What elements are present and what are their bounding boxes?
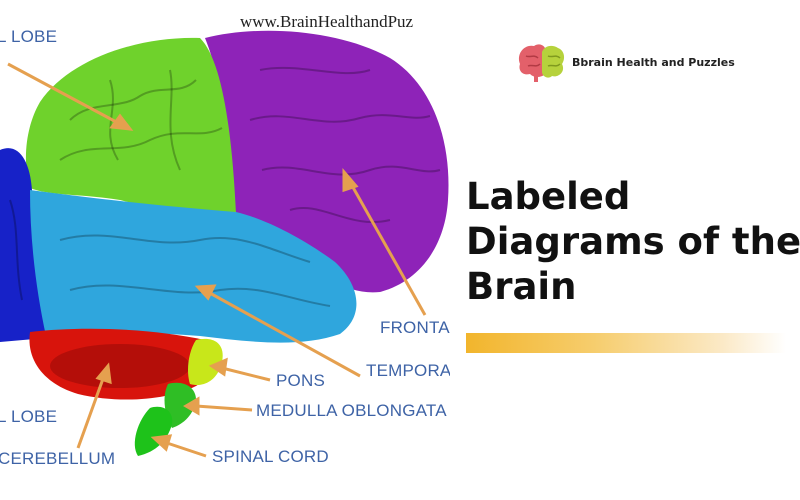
title-line-2: Diagrams of the <box>466 220 800 263</box>
label-spinal-cord: SPINAL CORD <box>212 447 329 466</box>
page-title: Labeled Diagrams of the Brain <box>466 174 800 309</box>
title-line-3: Brain <box>466 265 577 308</box>
arrow-cerebellum <box>76 375 106 449</box>
label-frontal-lobe: FRONTA <box>380 318 450 337</box>
label-pons: PONS <box>276 371 325 390</box>
temporal-lobe-region <box>30 190 357 343</box>
watermark-url: www.BrainHealthandPuz <box>240 12 414 31</box>
arrow-frontal <box>348 181 427 316</box>
spinal-cord-region <box>134 406 173 456</box>
arrow-temporal <box>207 290 361 378</box>
title-line-1: Labeled <box>466 175 631 218</box>
label-cerebellum: CEREBELLUM <box>0 449 116 468</box>
arrowhead-spinal-cord <box>150 434 173 452</box>
frontal-lobe-region <box>205 30 449 293</box>
arrow-parietal <box>7 62 121 126</box>
occipital-lobe-region <box>0 148 46 342</box>
brain-illustration <box>0 30 449 458</box>
arrow-spinal-cord <box>163 440 207 458</box>
arrow-medulla <box>195 404 253 412</box>
label-temporal-lobe: TEMPORA <box>366 361 450 380</box>
arrow-pons <box>221 366 271 382</box>
arrowhead-pons <box>208 357 228 377</box>
cerebellum-region <box>29 328 218 400</box>
parietal-lobe-region <box>25 37 237 215</box>
brand-name: Bbrain Health and Puzzles <box>572 55 735 69</box>
brand-header[interactable]: Bbrain Health and Puzzles <box>516 42 735 82</box>
arrowhead-medulla <box>183 396 200 416</box>
arrowhead-frontal <box>342 167 359 193</box>
label-parietal-lobe: L LOBE <box>0 27 58 46</box>
arrowhead-cerebellum <box>95 362 112 385</box>
medulla-region <box>164 382 196 428</box>
pons-region <box>188 338 223 386</box>
arrowhead-temporal <box>194 284 217 301</box>
brain-diagram: www.BrainHealthandPuz L LOBE FRONTA TEMP… <box>0 12 450 468</box>
label-occipital-lobe: L LOBE <box>0 407 58 426</box>
accent-bar <box>466 333 786 353</box>
arrowhead-parietal <box>109 113 134 131</box>
brain-logo-icon <box>518 44 565 82</box>
label-medulla-oblongata: MEDULLA OBLONGATA <box>256 401 447 420</box>
